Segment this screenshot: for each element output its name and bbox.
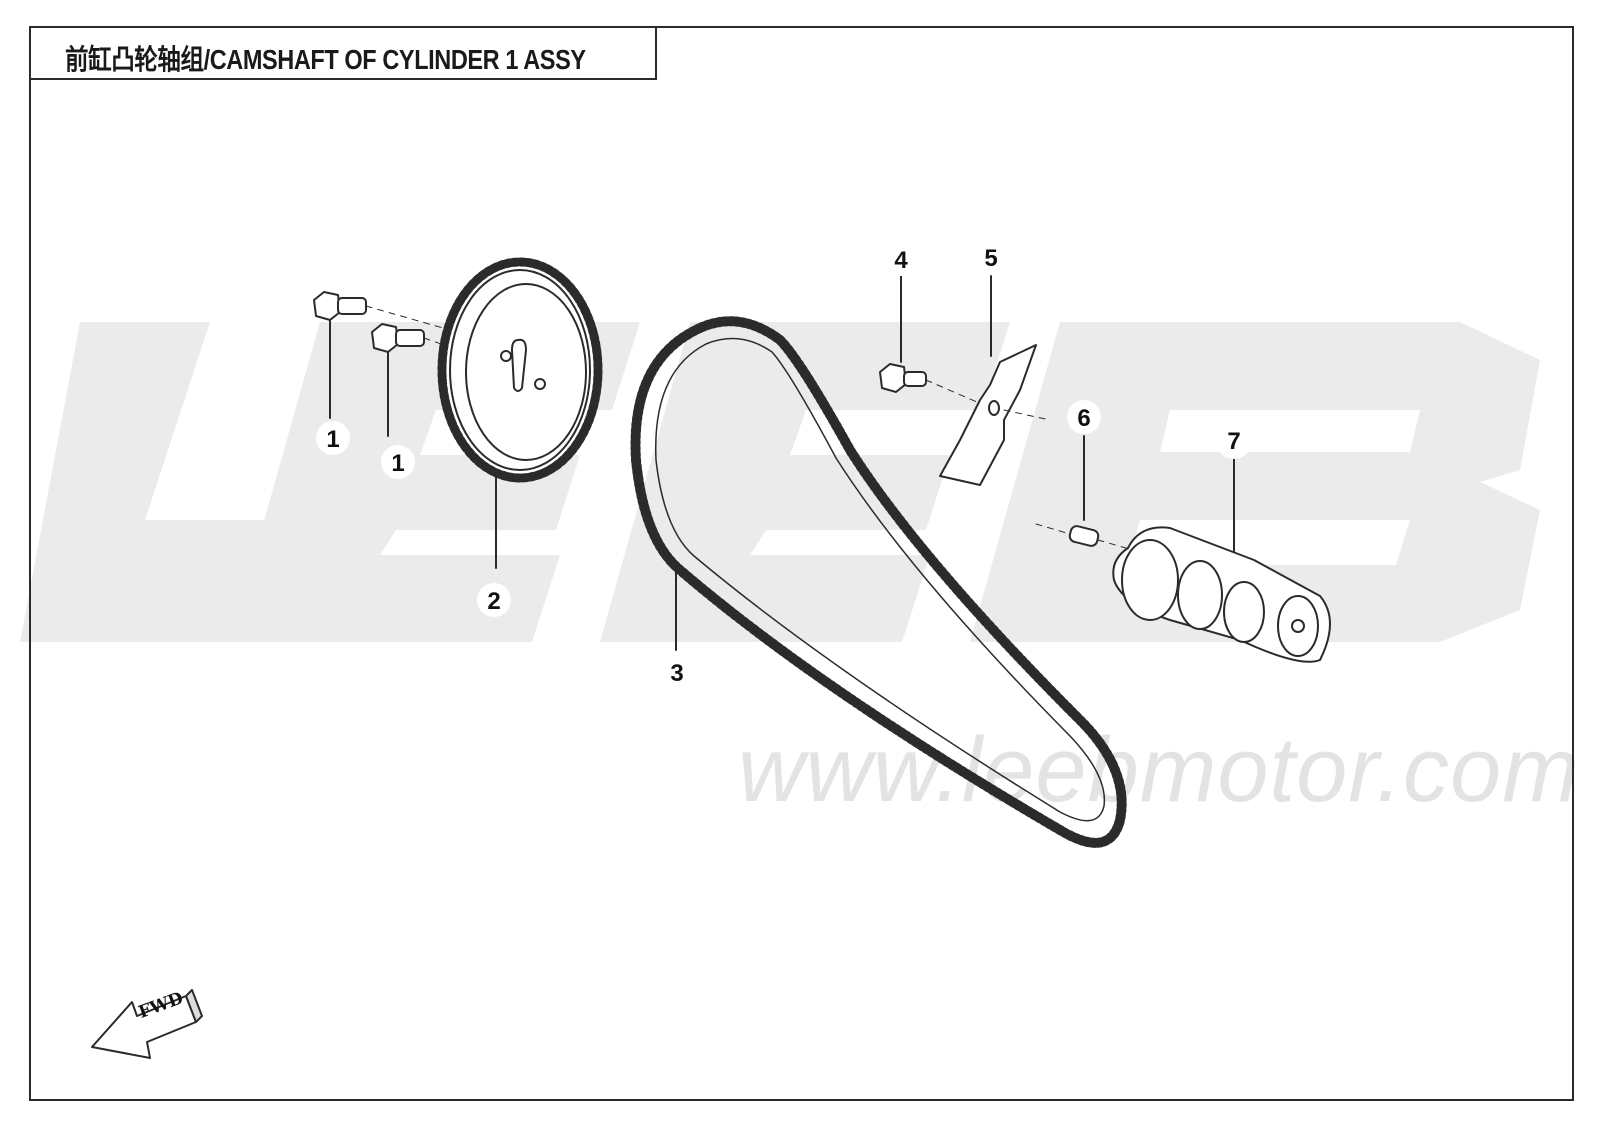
plate-part-5 <box>939 275 1051 486</box>
callout-1a: 1 <box>316 421 350 455</box>
callout-1b: 1 <box>381 445 415 479</box>
title-box: 前缸凸轮轴组/CAMSHAFT OF CYLINDER 1 ASSY <box>29 26 657 80</box>
callout-4-label: 4 <box>894 247 908 274</box>
camshaft-part-7 <box>1112 457 1331 663</box>
callout-5: 5 <box>974 240 1008 274</box>
page-title: 前缸凸轮轴组/CAMSHAFT OF CYLINDER 1 ASSY <box>65 44 586 75</box>
bolt-part-1a <box>313 291 451 419</box>
fwd-arrow-icon <box>91 989 203 1059</box>
callout-4: 4 <box>884 242 918 276</box>
cam-sprocket-part-2 <box>437 257 603 569</box>
dowel-pin-part-6 <box>1035 435 1141 553</box>
callout-7-label: 7 <box>1227 428 1240 455</box>
callout-3-label: 3 <box>670 660 683 687</box>
callout-3: 3 <box>660 655 694 689</box>
callout-6: 6 <box>1067 400 1101 434</box>
callout-6-label: 6 <box>1077 405 1090 432</box>
timing-chain-part-3 <box>630 316 1127 848</box>
callout-2-label: 2 <box>487 588 500 615</box>
callout-1b-label: 1 <box>391 450 404 477</box>
watermark-url: www.leebmotor.com <box>738 719 1580 821</box>
callout-2: 2 <box>477 583 511 617</box>
drawing-frame <box>29 26 1574 1101</box>
callout-5-label: 5 <box>984 245 997 272</box>
bolt-part-4 <box>879 275 1001 413</box>
callout-1a-label: 1 <box>326 426 339 453</box>
callout-7: 7 <box>1215 421 1253 459</box>
